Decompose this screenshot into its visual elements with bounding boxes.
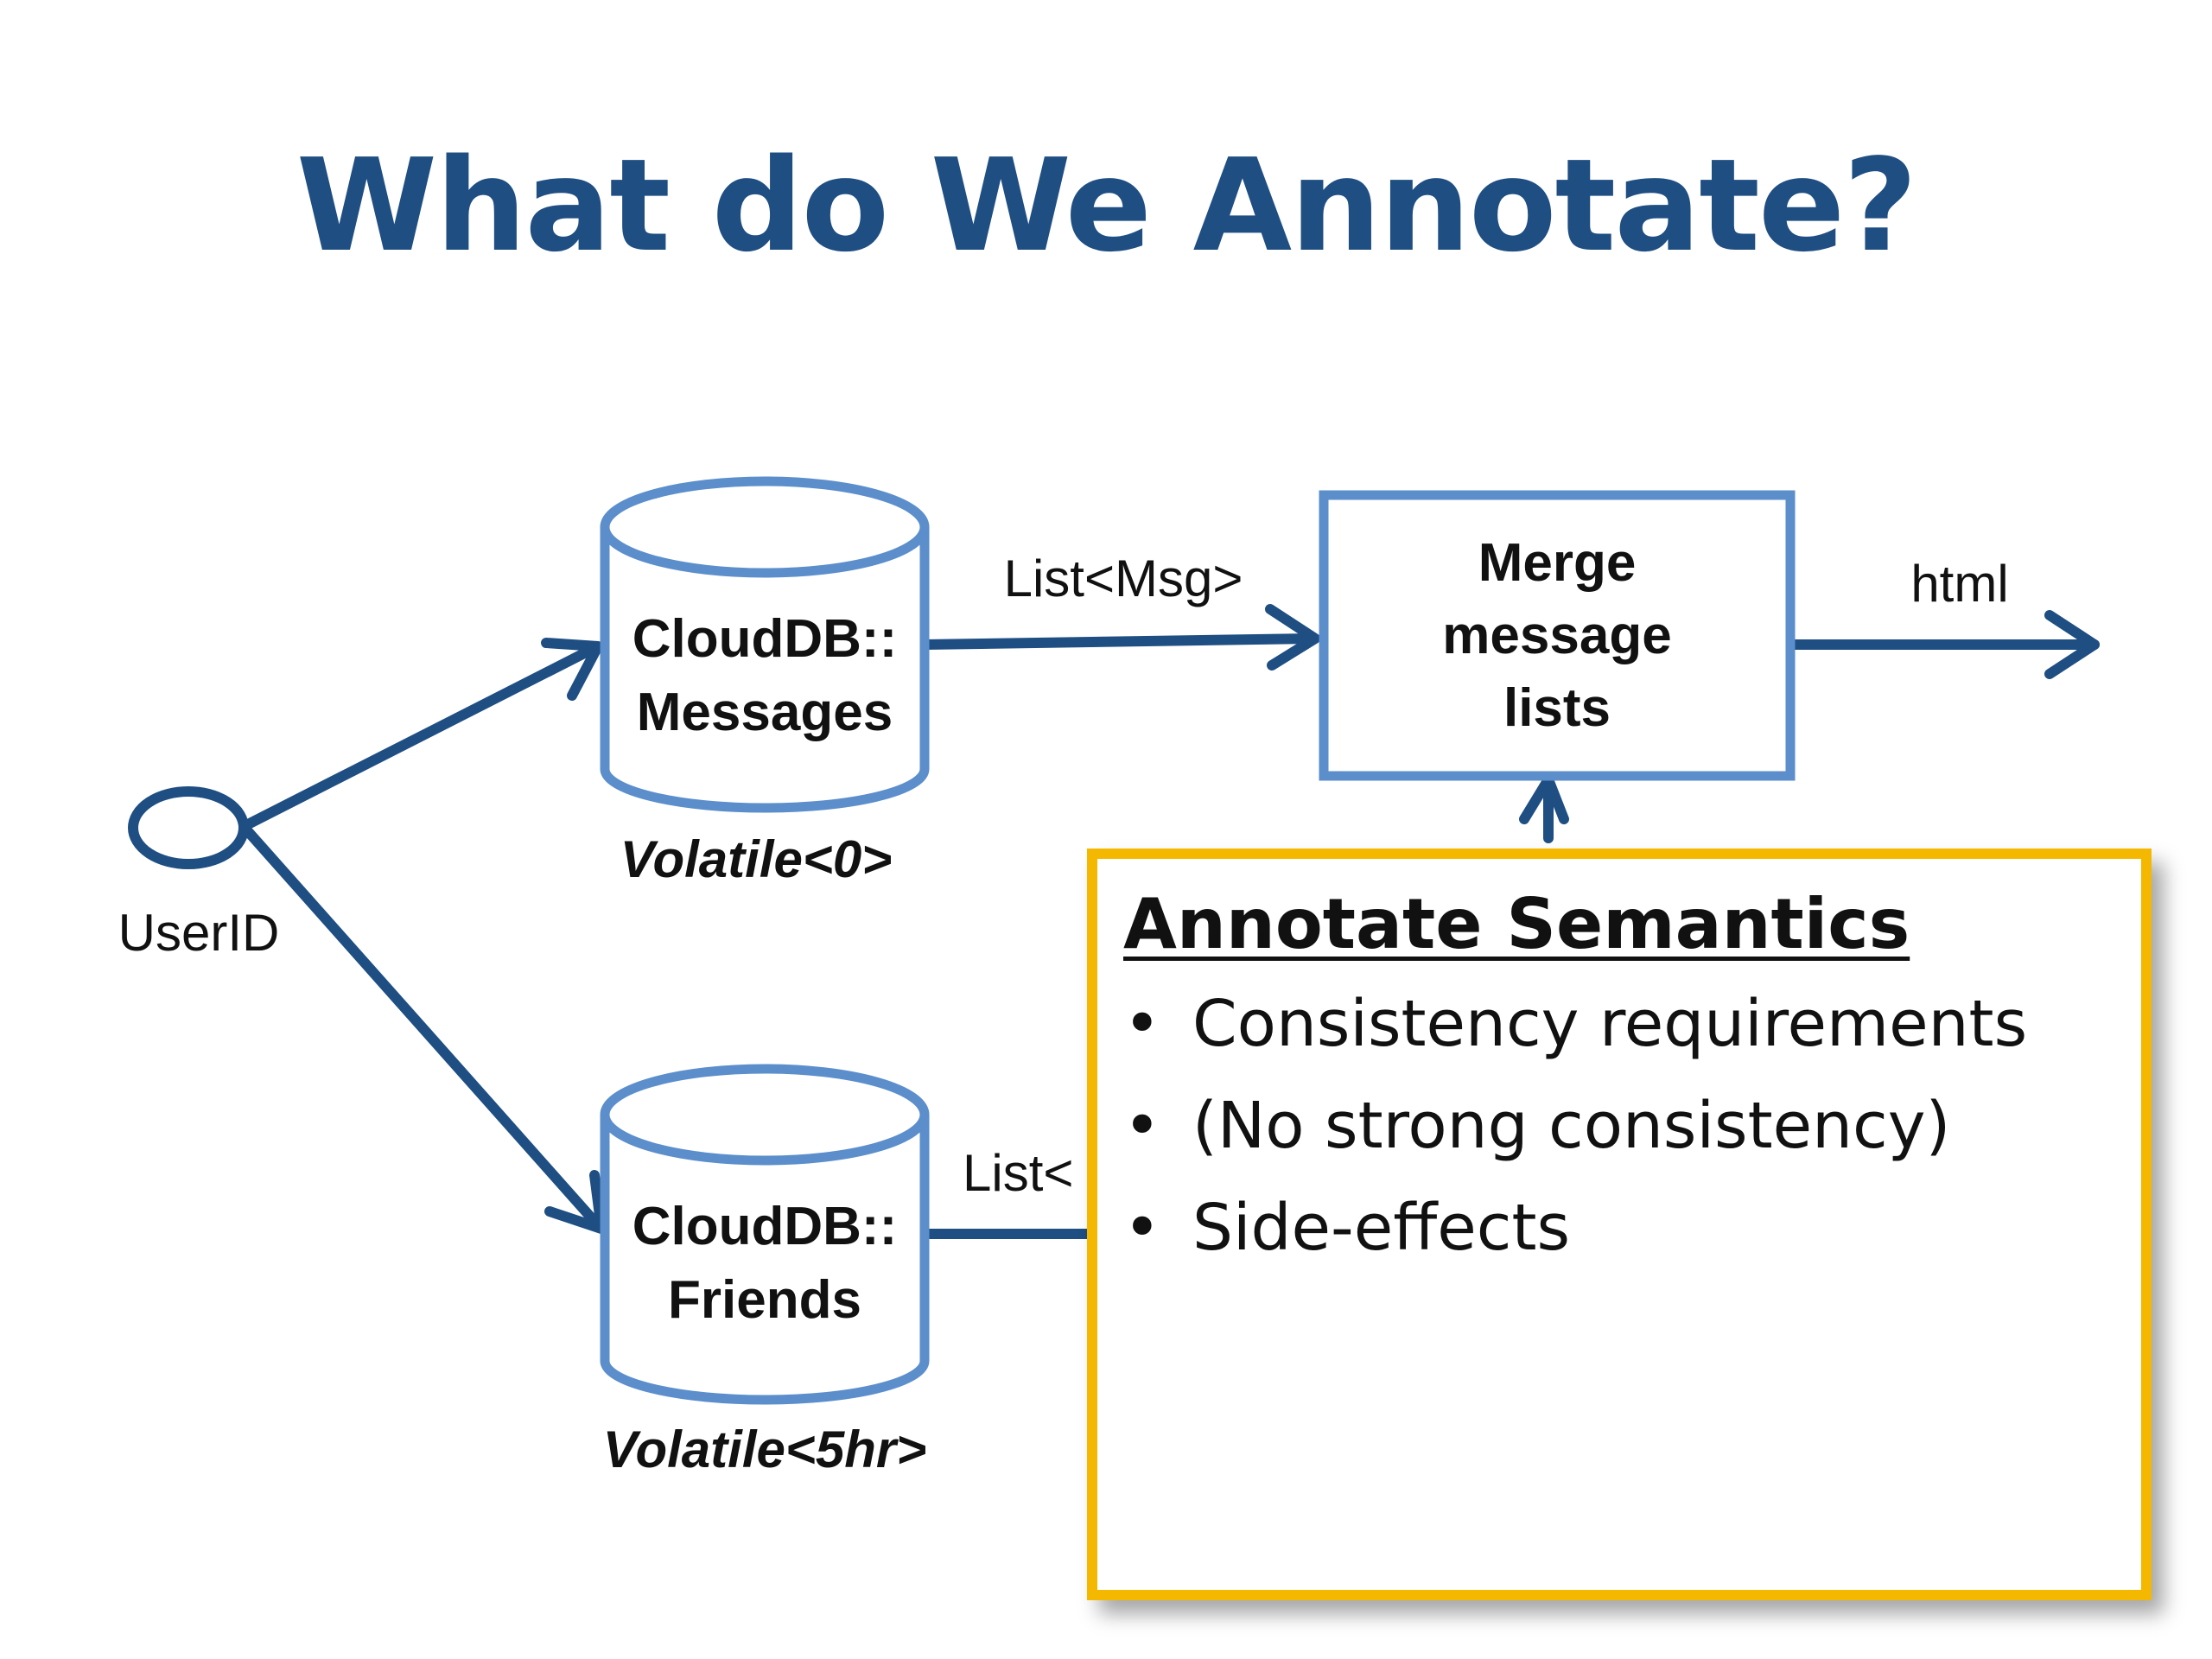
friends-db-cylinder [600, 1115, 930, 1405]
edge-userid-to-messages [241, 638, 603, 830]
merge-label-line3: lists [1503, 678, 1611, 738]
edge-label-list-friends: List< [963, 1144, 1073, 1202]
friends-db-node: CloudDB:: Friends Volatile<5hr> [600, 1064, 930, 1478]
friends-db-label-line1: CloudDB:: [632, 1197, 897, 1256]
merge-label-line1: Merge [1478, 533, 1637, 593]
friends-db-annotation: Volatile<5hr> [603, 1421, 927, 1478]
friends-db-label-line2: Friends [668, 1270, 861, 1330]
merge-box [1319, 490, 1796, 781]
merge-label-line2: message [1442, 606, 1671, 665]
callout-item-no-strong-consistency: • (No strong consistency) [1123, 1075, 2115, 1177]
edge-into-merge-bottom [1519, 774, 1569, 843]
merge-node: Merge message lists [1319, 490, 1796, 781]
callout-item-consistency: • Consistency requirements [1123, 973, 2115, 1075]
messages-db-node: CloudDB:: Messages Volatile<0> [600, 476, 930, 888]
messages-db-label-line1: CloudDB:: [632, 609, 897, 669]
bullet-icon: • [1123, 987, 1161, 1061]
callout-item-text: (No strong consistency) [1192, 1089, 1951, 1163]
edge-merge-to-output [1785, 610, 2100, 679]
bullet-icon: • [1123, 1089, 1161, 1163]
bullet-icon: • [1123, 1191, 1161, 1265]
edge-label-html: html [1910, 555, 2008, 613]
edge-label-list-msg: List<Msg> [1004, 550, 1243, 607]
callout-item-text: Consistency requirements [1192, 987, 2028, 1061]
source-label: UserID [118, 904, 280, 962]
source-node-userid: UserID [118, 786, 280, 962]
messages-db-annotation: Volatile<0> [620, 830, 893, 888]
messages-db-label-line2: Messages [637, 683, 893, 742]
annotate-semantics-callout: Annotate Semantics • Consistency require… [1087, 849, 2152, 1600]
slide-title: What do We Annotate? [296, 131, 1917, 280]
callout-item-side-effects: • Side-effects [1123, 1177, 2115, 1279]
edge-messages-to-merge [919, 604, 1320, 671]
edge-userid-to-friends [241, 824, 607, 1234]
callout-heading: Annotate Semantics [1123, 884, 1910, 964]
messages-db-cylinder [600, 527, 930, 813]
callout-bullet-list: • Consistency requirements • (No strong … [1123, 973, 2115, 1279]
callout-item-text: Side-effects [1192, 1191, 1571, 1265]
